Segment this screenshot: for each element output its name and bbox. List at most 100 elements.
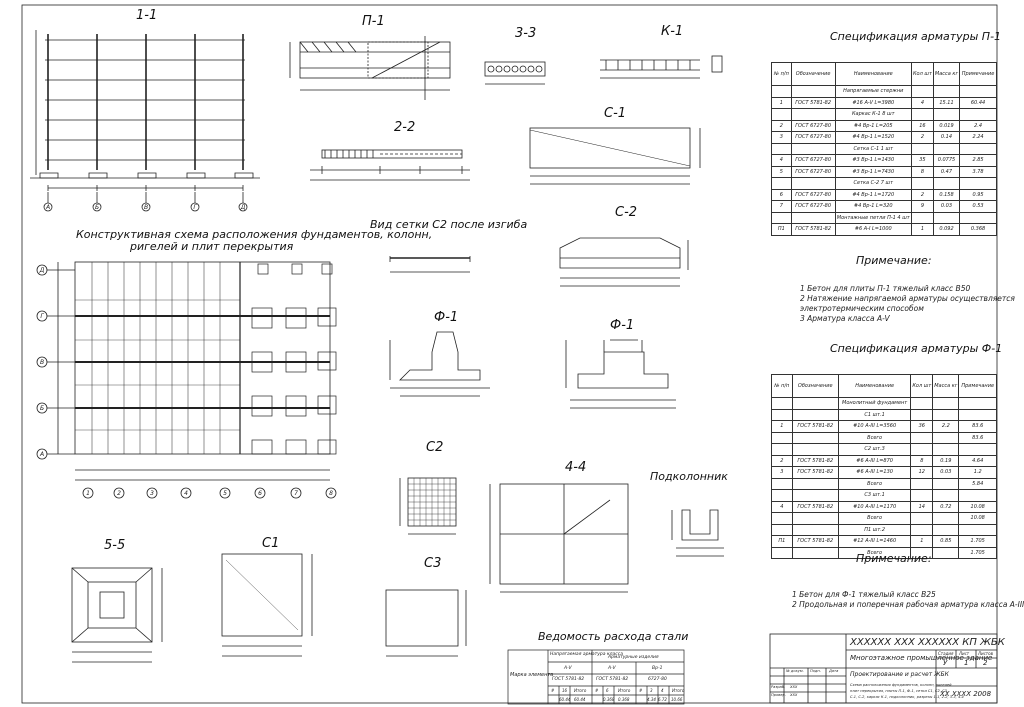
title-section-3-3: 3-3	[515, 26, 537, 41]
spec-row: Сетка С-2 7 шт	[771, 177, 997, 190]
spec-cell	[959, 177, 997, 190]
spec-cell	[791, 512, 839, 525]
steel-table-sub: Итого	[618, 688, 631, 693]
note2-line: 1 Бетон для Ф-1 тяжелый класс В25	[792, 590, 936, 599]
plan-axis-row: Б	[40, 405, 44, 412]
spec-row: П1 шт.2	[771, 523, 997, 536]
stamp-desc: Схема расположения фундаментов, колонн, …	[850, 683, 952, 687]
spec-cell: С2 шт.3	[837, 443, 912, 456]
spec-cell	[911, 85, 934, 98]
spec-cell: 2.85	[959, 154, 997, 167]
spec-cell: 0.95	[959, 188, 997, 201]
steel-table-sub: #	[639, 688, 643, 693]
steel-table-cls: A-V	[608, 666, 616, 671]
note1-line: 1 Бетон для плиты П-1 тяжелый класс В50	[800, 284, 971, 293]
spec-cell	[959, 85, 997, 98]
spec-cell: 4	[911, 96, 934, 109]
stamp-code: XXXXXX XXX XXXXXX КП ЖБК	[850, 637, 1005, 648]
stamp-stage-hdr: Листов	[978, 651, 993, 656]
spec-cell	[932, 431, 960, 444]
grid-label-row: Б	[95, 204, 99, 211]
foundation-f1-left	[389, 331, 490, 397]
spec-cell: ГОСТ 5781-82	[791, 420, 839, 433]
spec-cell	[771, 512, 793, 525]
title-column-socket: Подколонник	[650, 470, 728, 483]
steel-table-gost: ГОСТ 5781-82	[596, 677, 629, 682]
stamp-desc: С-1, С-2, каркас К-1, подколонник, разре…	[850, 695, 964, 699]
spec-cell: 0.368	[959, 223, 997, 236]
spec-cell: Сетка С-1 1 шт	[834, 142, 912, 155]
spec-cell: #6 A-I L=1000	[834, 223, 912, 236]
spec-cell	[958, 523, 997, 536]
spec-cell	[791, 408, 839, 421]
spec-header-cell: Наименование	[834, 62, 912, 86]
plan-axis-row: В	[40, 359, 44, 366]
steel-table-cls: A-V	[564, 666, 572, 671]
spec-cell: 3.78	[959, 165, 997, 178]
spec-cell	[791, 523, 839, 536]
spec-cell: #6 A-III L=870	[837, 454, 912, 467]
spec-cell: 4.64	[958, 454, 997, 467]
spec-cell	[910, 443, 934, 456]
spec-cell	[932, 177, 961, 190]
spec-cell: 1.705	[958, 546, 997, 559]
stamp-stage-hdr: Лист	[959, 651, 970, 656]
steel-table-mark: Марка элемента	[510, 672, 554, 678]
stamp-name: XXX	[790, 693, 798, 697]
spec-cell: Каркас К-1 8 шт	[834, 108, 912, 121]
title-mesh-c2: С2	[426, 440, 444, 455]
spec-cell: 5.84	[958, 477, 997, 490]
plan-axis-col: 6	[258, 490, 262, 497]
spec-cell: 16	[911, 119, 934, 132]
steel-table-gost: 6727-80	[648, 677, 667, 682]
spec-cell	[932, 546, 960, 559]
spec-cell: #4 Вр-1 L=205	[834, 119, 912, 132]
section-3-3	[484, 61, 546, 85]
steel-table-val: 0.368	[618, 697, 630, 702]
plate-p1	[289, 36, 451, 100]
spec-cell	[771, 431, 793, 444]
mesh-c2-bent	[389, 256, 471, 273]
spec-cell: ГОСТ 6727-80	[790, 200, 836, 213]
spec-cell	[932, 477, 960, 490]
spec-cell: Всего	[837, 477, 912, 490]
sheet-frame	[21, 4, 998, 704]
spec-cell: 2.24	[959, 131, 997, 144]
spec-cell	[932, 523, 960, 536]
spec-row: Монтажные петли П-1 4 шт	[771, 211, 997, 224]
spec-row: Каркас К-1 8 шт	[771, 108, 997, 121]
spec-header-cell: № п/п	[771, 62, 792, 86]
spec-cell: Монтажные петли П-1 4 шт	[834, 211, 912, 224]
spec-cell	[911, 177, 934, 190]
title-section-1-1: 1-1	[136, 8, 158, 23]
stamp-label: Провер.	[771, 693, 786, 697]
title-mesh-c1: С1	[262, 536, 280, 551]
spec-cell: 3	[771, 131, 792, 144]
stamp-stage-hdr: Стадия	[938, 651, 954, 656]
spec-cell	[958, 397, 997, 410]
spec-cell: С1 шт.1	[837, 408, 912, 421]
spec-header-cell: Обозначение	[790, 62, 836, 86]
grid-label-row: Г	[193, 204, 197, 211]
spec-cell	[771, 489, 793, 502]
stamp-desc: плит перекрытия, плиты П-1, Ф-1, сетки С…	[850, 689, 949, 693]
spec-cell	[932, 142, 961, 155]
spec-cell	[959, 142, 997, 155]
spec-cell	[910, 477, 934, 490]
stamp-org: XX XXXX 2008	[940, 690, 992, 698]
mesh-c1	[221, 553, 313, 657]
title-mesh-c2-top: С-2	[615, 205, 638, 220]
spec-cell	[911, 142, 934, 155]
steel-table-val: 4.34	[647, 697, 656, 702]
spec-cell	[790, 85, 836, 98]
